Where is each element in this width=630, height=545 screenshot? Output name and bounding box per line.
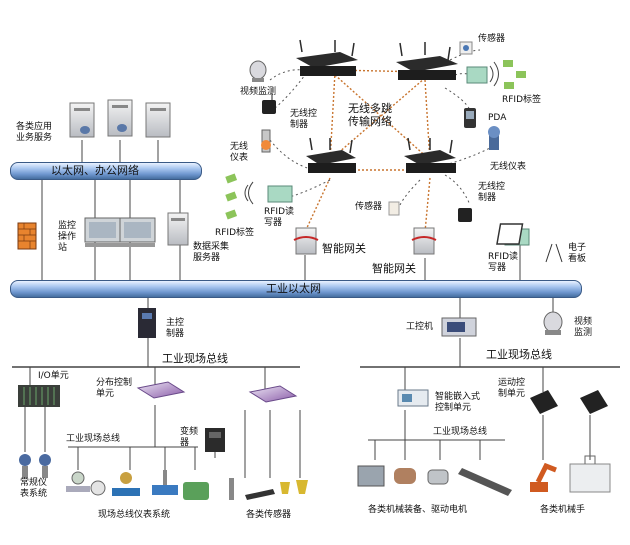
- wireless-meter-icon: [261, 129, 271, 153]
- rfid-reader-right-label: RFID读 写器: [488, 252, 519, 273]
- camera-icon: [249, 60, 267, 82]
- router-icon: [296, 39, 458, 173]
- embedded-ctrl-label: 智能嵌入式 控制单元: [435, 392, 481, 413]
- field-bus-left-label: 工业现场总线: [162, 352, 228, 365]
- wireless-meter-left-label: 无线 仪表: [230, 142, 249, 163]
- data-server-icon: [167, 212, 189, 246]
- e-whiteboard-label: 电子 看板: [568, 243, 587, 264]
- controller-icon: [138, 308, 156, 338]
- rfid-reader-icon: [267, 185, 293, 203]
- wireless-meter-right-label: 无线仪表: [490, 162, 527, 172]
- distributed-ctrl-label: 分布控制 单元: [96, 378, 133, 399]
- monitor-station-label: 监控 操作 站: [58, 221, 77, 253]
- wireless-controller-icon: [262, 93, 276, 114]
- monitor-workstation-icon: [84, 217, 156, 247]
- server-icon: [69, 99, 171, 138]
- distributed-control-icon: [136, 381, 298, 403]
- firewall-icon: [17, 222, 37, 250]
- smart-gateway-1-label: 智能网关: [322, 242, 366, 255]
- pda-label: PDA: [488, 113, 507, 123]
- rfid-reader-left-label: RFID读 写器: [264, 207, 295, 228]
- whiteboard-icon: [496, 223, 563, 263]
- embedded-control-icon: [397, 389, 429, 407]
- meter-icon: [19, 454, 51, 478]
- wireless-controller-icon: [458, 208, 472, 222]
- rfid-tag-icon: [225, 173, 254, 220]
- wireless-meter-icon: [488, 126, 500, 150]
- field-bus-sub-left-label: 工业现场总线: [66, 434, 121, 444]
- sensor-mid-label: 传感器: [355, 202, 383, 212]
- valve-icon: [66, 470, 209, 500]
- ethernet-office-label: 以太网、办公网络: [51, 164, 139, 177]
- app-servers-label: 各类应用 业务服务: [16, 122, 53, 143]
- pda-icon: [464, 108, 476, 128]
- wireless-controller-top-label: 无线控 制器: [290, 109, 318, 130]
- industrial-pc-label: 工控机: [406, 322, 434, 332]
- io-unit-icon: [18, 385, 60, 407]
- robot-arms-label: 各类机械手: [540, 505, 586, 515]
- gateway-icon: [293, 227, 437, 255]
- sensor-icon: [229, 478, 308, 500]
- main-controller-label: 主控 制器: [166, 318, 185, 339]
- camera-icon: [543, 311, 563, 335]
- sensor-icon: [388, 201, 400, 216]
- sensor-top-label: 传感器: [478, 34, 506, 44]
- rfid-reader-icon: [466, 60, 526, 89]
- inverter-label: 变频 器: [180, 427, 199, 448]
- wireless-core-label: 无线多跳 传输网络: [348, 102, 392, 128]
- rfid-tag-left-label: RFID标签: [215, 228, 255, 238]
- connector-lines: [12, 140, 620, 478]
- industrial-ethernet-bus: 工业以太网: [10, 280, 582, 298]
- video-monitor-right-label: 视频 监测: [574, 317, 593, 338]
- robot-arm-icon: [530, 455, 611, 493]
- industrial-pc-icon: [441, 317, 477, 337]
- ethernet-office-bus: 以太网、办公网络: [10, 162, 202, 180]
- industrial-ethernet-label: 工业以太网: [266, 282, 321, 295]
- data-server-label: 数据采集 服务器: [193, 242, 230, 263]
- fieldbus-meters-label: 现场总线仪表系统: [98, 510, 171, 520]
- sensors-all-label: 各类传感器: [246, 510, 292, 520]
- io-unit-label: I/O单元: [38, 371, 69, 381]
- field-bus-right-label: 工业现场总线: [486, 348, 552, 361]
- machinery-motors-label: 各类机械装备、驱动电机: [368, 505, 468, 515]
- inverter-icon: [205, 428, 225, 452]
- motion-control-icon: [530, 390, 608, 414]
- conventional-meters-label: 常规仪 表系统: [20, 478, 48, 499]
- motion-ctrl-label: 运动控 制单元: [498, 378, 526, 399]
- smart-gateway-2-label: 智能网关: [372, 262, 416, 275]
- wireless-controller-right-label: 无线控 制器: [478, 182, 506, 203]
- motor-icon: [357, 465, 512, 496]
- sensor-icon: [459, 41, 473, 55]
- video-monitor-top-label: 视频监测: [240, 87, 277, 97]
- rfid-tag-right-label: RFID标签: [502, 95, 542, 105]
- field-bus-sub-right-label: 工业现场总线: [433, 427, 488, 437]
